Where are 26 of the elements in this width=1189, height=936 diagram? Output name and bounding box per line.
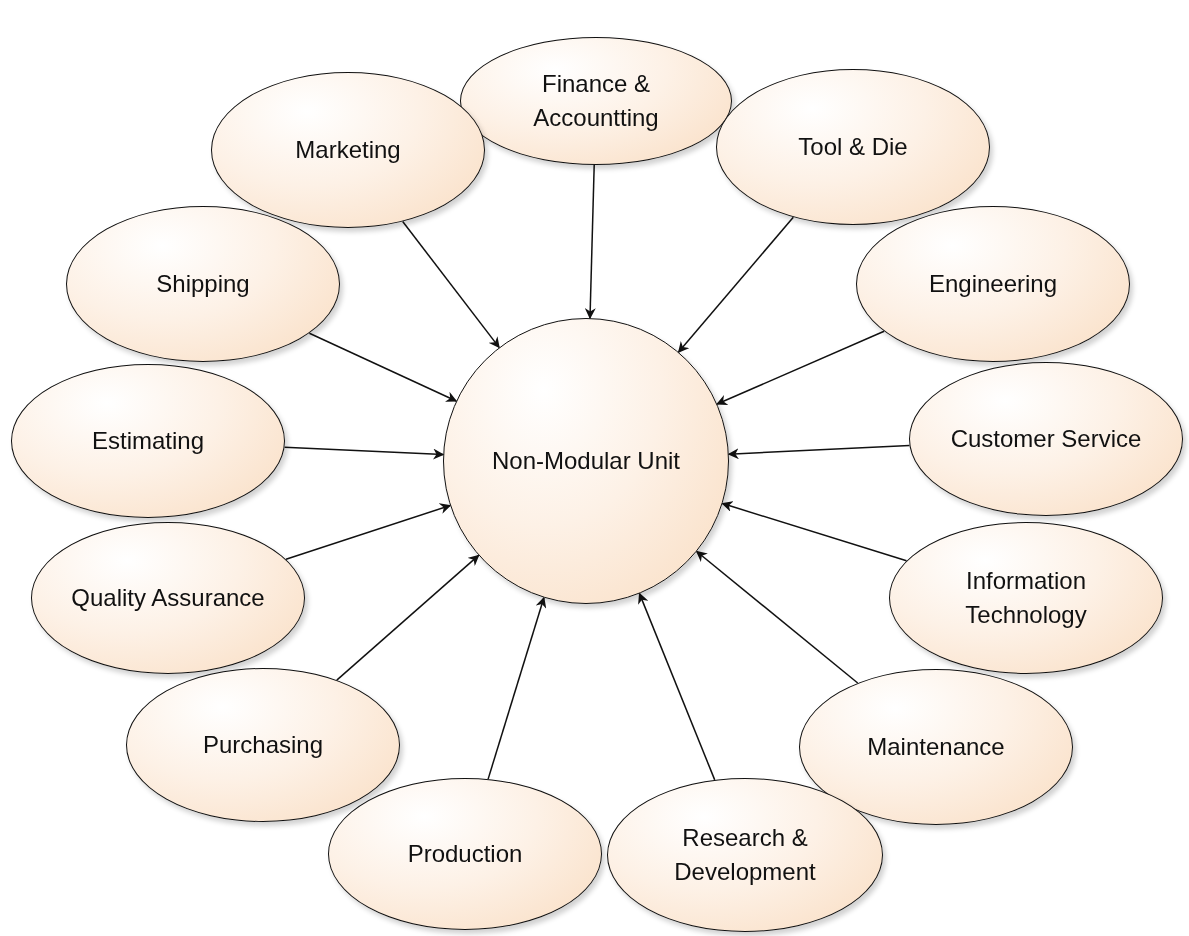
arrow [716, 330, 885, 406]
arrow [727, 444, 911, 460]
node-label: Estimating [91, 426, 204, 456]
arrow [695, 550, 859, 684]
arrow [584, 164, 596, 320]
arrow [336, 554, 480, 681]
node-label: Finance & Accountting [532, 69, 660, 133]
node-label: Information Technology [964, 566, 1088, 630]
node-label: Maintenance [867, 732, 1005, 762]
node-label: Research & Development [673, 823, 817, 887]
node-label: Engineering [928, 269, 1058, 299]
arrow [285, 503, 452, 561]
node-label: Tool & Die [798, 132, 908, 162]
arrow [401, 220, 500, 349]
arrow [677, 216, 795, 353]
node-label: Quality Assurance [71, 583, 265, 613]
node-label: Production [407, 839, 523, 869]
arrow [283, 446, 445, 460]
node-label: Non-Modular Unit [491, 446, 681, 476]
node-label: Marketing [295, 135, 401, 165]
node-label: Purchasing [202, 730, 324, 760]
node-label: Shipping [156, 269, 250, 299]
arrow [487, 596, 547, 780]
node-label: Customer Service [950, 424, 1142, 454]
arrow [721, 501, 908, 562]
arrow [308, 332, 458, 402]
